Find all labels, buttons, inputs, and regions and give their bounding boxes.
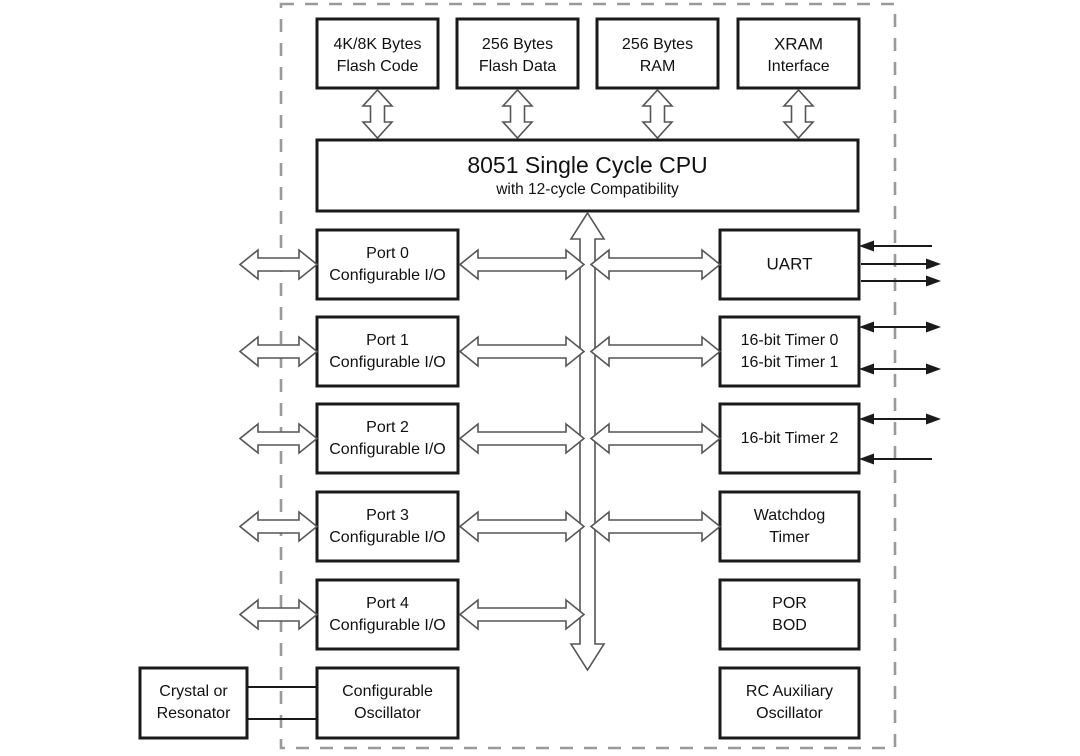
config-osc-line1: Configurable	[342, 683, 433, 700]
port-1-line2: Configurable I/O	[329, 354, 446, 371]
configurable-oscillator-block: Configurable Oscillator	[315, 666, 460, 740]
crystal-line2: Resonator	[157, 705, 231, 722]
por-bod-line1: POR	[772, 595, 807, 612]
por-bod-line2: BOD	[772, 617, 807, 634]
memory-flash-data-line2: Flash Data	[479, 58, 556, 75]
uart-signal-rx-in	[859, 240, 932, 252]
uart-signal-tx-out-1	[861, 258, 941, 270]
cpu-subtitle: with 12-cycle Compatibility	[495, 181, 679, 198]
port-block-port-0: Port 0 Configurable I/O	[315, 228, 460, 301]
port-1-external-arrow	[238, 335, 319, 368]
port-3-external-arrow	[238, 510, 319, 543]
uart-bus-arrow	[589, 248, 722, 281]
crystal-to-oscillator-connector	[247, 686, 317, 720]
peripheral-block-uart: UART	[718, 228, 861, 301]
config-osc-line2: Oscillator	[354, 705, 421, 722]
port-block-port-1: Port 1 Configurable I/O	[315, 315, 460, 388]
watchdog-line1: Watchdog	[754, 507, 825, 524]
timer-01-line2: 16-bit Timer 1	[741, 354, 839, 371]
peripheral-block-watchdog: Watchdog Timer	[718, 490, 861, 563]
timer-01-signal-t1	[859, 363, 941, 375]
port-2-bus-arrow	[458, 422, 586, 455]
port-4-line2: Configurable I/O	[329, 617, 446, 634]
port-0-bus-arrow	[458, 248, 586, 281]
port-0-line2: Configurable I/O	[329, 267, 446, 284]
rc-osc-line1: RC Auxiliary	[746, 683, 833, 700]
peripheral-block-timer-2: 16-bit Timer 2	[718, 402, 861, 475]
peripheral-block-timer-01: 16-bit Timer 0 16-bit Timer 1	[718, 315, 861, 388]
port-1-line1: Port 1	[366, 332, 409, 349]
memory-xram-line2: Interface	[767, 58, 829, 75]
memory-block-xram: XRAM Interface	[736, 17, 861, 90]
port-3-line2: Configurable I/O	[329, 529, 446, 546]
port-2-external-arrow	[238, 422, 319, 455]
port-3-line1: Port 3	[366, 507, 409, 524]
port-0-line1: Port 0	[366, 245, 409, 262]
cpu-title: 8051 Single Cycle CPU	[467, 152, 707, 178]
timer-01-bus-arrow	[589, 335, 722, 368]
internal-bus-arrow	[569, 211, 606, 672]
rc-osc-line2: Oscillator	[756, 705, 823, 722]
uart-line1: UART	[767, 254, 813, 273]
port-3-bus-arrow	[458, 510, 586, 543]
memory-ram-line1: 256 Bytes	[622, 36, 693, 53]
timer-2-signal-bidirectional	[859, 413, 941, 425]
peripheral-block-por-bod: POR BOD	[718, 578, 861, 651]
memory-block-flash-code: 4K/8K Bytes Flash Code	[315, 17, 440, 90]
port-block-port-4: Port 4 Configurable I/O	[315, 578, 460, 651]
bus-arrow-xram-to-cpu	[782, 88, 815, 140]
timer-01-signal-t0	[859, 321, 941, 333]
bus-arrow-flash-code-to-cpu	[361, 88, 394, 140]
memory-flash-code-line2: Flash Code	[337, 58, 419, 75]
timer-2-signal-input	[859, 453, 932, 465]
cpu-block: 8051 Single Cycle CPU with 12-cycle Comp…	[315, 138, 860, 213]
peripheral-block-rc-oscillator: RC Auxiliary Oscillator	[718, 666, 861, 740]
memory-flash-data-line1: 256 Bytes	[482, 36, 553, 53]
port-0-external-arrow	[238, 248, 319, 281]
port-4-line1: Port 4	[366, 595, 409, 612]
watchdog-bus-arrow	[589, 510, 722, 543]
chip-boundary-dashed	[279, 2, 897, 750]
watchdog-line2: Timer	[769, 529, 810, 546]
timer-2-line1: 16-bit Timer 2	[741, 430, 839, 447]
memory-xram-line1: XRAM	[774, 34, 823, 53]
memory-flash-code-line1: 4K/8K Bytes	[333, 36, 421, 53]
port-2-line2: Configurable I/O	[329, 441, 446, 458]
bus-arrow-flash-data-to-cpu	[501, 88, 534, 140]
memory-block-ram: 256 Bytes RAM	[595, 17, 720, 90]
port-4-external-arrow	[238, 598, 319, 631]
memory-ram-line2: RAM	[640, 58, 676, 75]
port-block-port-3: Port 3 Configurable I/O	[315, 490, 460, 563]
port-2-line1: Port 2	[366, 419, 409, 436]
crystal-resonator-block: Crystal or Resonator	[138, 666, 249, 740]
port-block-port-2: Port 2 Configurable I/O	[315, 402, 460, 475]
port-4-bus-arrow	[458, 598, 586, 631]
bus-arrow-ram-to-cpu	[641, 88, 674, 140]
port-1-bus-arrow	[458, 335, 586, 368]
timer-2-bus-arrow	[589, 422, 722, 455]
memory-block-flash-data: 256 Bytes Flash Data	[455, 17, 580, 90]
crystal-line1: Crystal or	[159, 683, 228, 700]
uart-signal-tx-out-2	[861, 275, 941, 287]
timer-01-line1: 16-bit Timer 0	[741, 332, 839, 349]
